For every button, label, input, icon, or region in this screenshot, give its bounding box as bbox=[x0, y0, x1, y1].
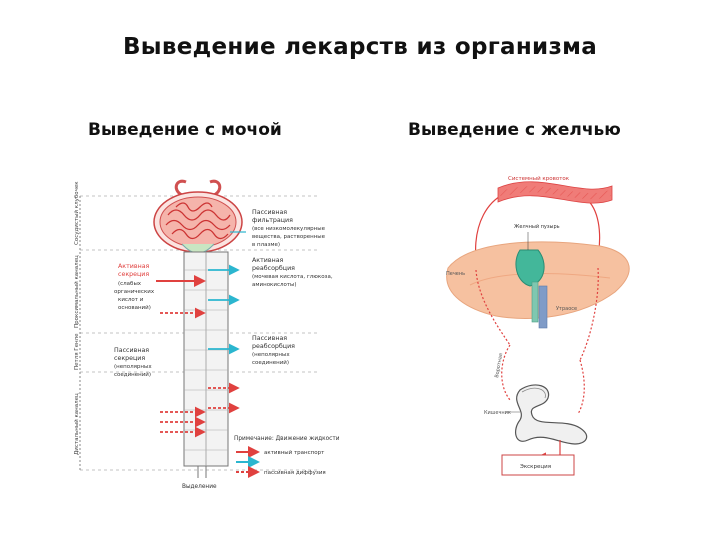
bile-duct-label: Утраосе bbox=[556, 306, 577, 312]
passive-secretion-label-2: секреция bbox=[114, 355, 145, 362]
active-secretion-label: Активная bbox=[118, 263, 150, 270]
reabsorption-arrows bbox=[208, 264, 240, 355]
legend-title: Примечание: Движение жидкости bbox=[234, 436, 340, 442]
passive-reabsorption-label: Пассивная bbox=[252, 335, 287, 342]
passive-reabsorption-detail-2: соединений) bbox=[252, 359, 289, 366]
liver-label: Печень bbox=[446, 271, 465, 277]
active-secretion-detail-4: оснований) bbox=[118, 304, 151, 311]
bile-figure: Системный кровоток Печень Желчный пузырь… bbox=[446, 175, 630, 476]
circulation-label: Системный кровоток bbox=[508, 175, 570, 182]
passive-filtration-detail-3: в плазме) bbox=[252, 242, 280, 248]
label-proximal-section: Проксимальный каналец bbox=[73, 255, 80, 328]
gallbladder-icon bbox=[515, 249, 545, 287]
passive-filtration-detail-2: вещества, растворенные bbox=[252, 234, 326, 240]
passive-secretion-detail-2: соединений) bbox=[114, 371, 151, 378]
glomerulus-icon bbox=[153, 179, 243, 254]
passive-filtration-detail-1: (все низкомолекулярные bbox=[252, 226, 326, 232]
label-glomerulus-section: Сосудистый клубочек bbox=[73, 181, 80, 245]
passive-filtration-label-2: фильтрация bbox=[252, 217, 293, 224]
section-labels: Сосудистый клубочек Проксимальный канале… bbox=[73, 181, 80, 455]
slide-title: Выведение лекарств из организма bbox=[122, 34, 598, 60]
excretion-label: Экскреция bbox=[520, 464, 551, 470]
active-reabsorption-label: Активная bbox=[252, 257, 284, 264]
bile-heading: Выведение с желчью bbox=[408, 120, 621, 140]
active-secretion-detail-1: (слабых bbox=[118, 281, 142, 287]
legend-passive: пассивная диффузия bbox=[264, 470, 326, 476]
tubule bbox=[183, 251, 229, 478]
excretion-urine-label: Выделение bbox=[182, 484, 217, 490]
portal-label: Воротная bbox=[494, 353, 504, 379]
active-reabsorption-detail-2: аминокислоты) bbox=[252, 282, 297, 288]
intestine-icon bbox=[514, 384, 588, 445]
nephron-figure: Сосудистый клубочек Проксимальный канале… bbox=[73, 179, 340, 490]
passive-filtration-label: Пассивная bbox=[252, 209, 287, 216]
urine-heading: Выведение с мочой bbox=[88, 120, 282, 140]
active-secretion-detail-2: органических bbox=[114, 289, 155, 295]
intestine-label: Кишечник bbox=[484, 410, 511, 416]
active-reabsorption-label-2: реабсорбция bbox=[252, 264, 295, 272]
passive-diffusion-arrows bbox=[160, 307, 240, 438]
active-secretion-label-2: секреция bbox=[118, 271, 149, 278]
label-distal-section: Дистальный каналец bbox=[73, 393, 80, 455]
right-annotations: Пассивная фильтрация (все низкомолекуляр… bbox=[252, 209, 333, 366]
left-annotations: Активная секреция (слабых органических к… bbox=[114, 263, 155, 378]
passive-secretion-label: Пассивная bbox=[114, 347, 149, 354]
passive-reabsorption-detail-1: (неполярных bbox=[252, 352, 290, 358]
gallbladder-label: Желчный пузырь bbox=[514, 223, 560, 230]
active-reabsorption-detail-1: (мочевая кислота, глюкоза, bbox=[252, 274, 333, 280]
excretion-box bbox=[501, 454, 575, 476]
active-secretion-detail-3: кислот и bbox=[118, 297, 144, 303]
legend-active: активный транспорт bbox=[264, 449, 325, 456]
passive-reabsorption-label-2: реабсорбция bbox=[252, 342, 295, 350]
label-henle-section: Петля Генле bbox=[74, 333, 80, 370]
kidney-legend: Примечание: Движение жидкости активный т… bbox=[234, 436, 340, 478]
passive-secretion-detail-1: (неполярных bbox=[114, 364, 152, 370]
